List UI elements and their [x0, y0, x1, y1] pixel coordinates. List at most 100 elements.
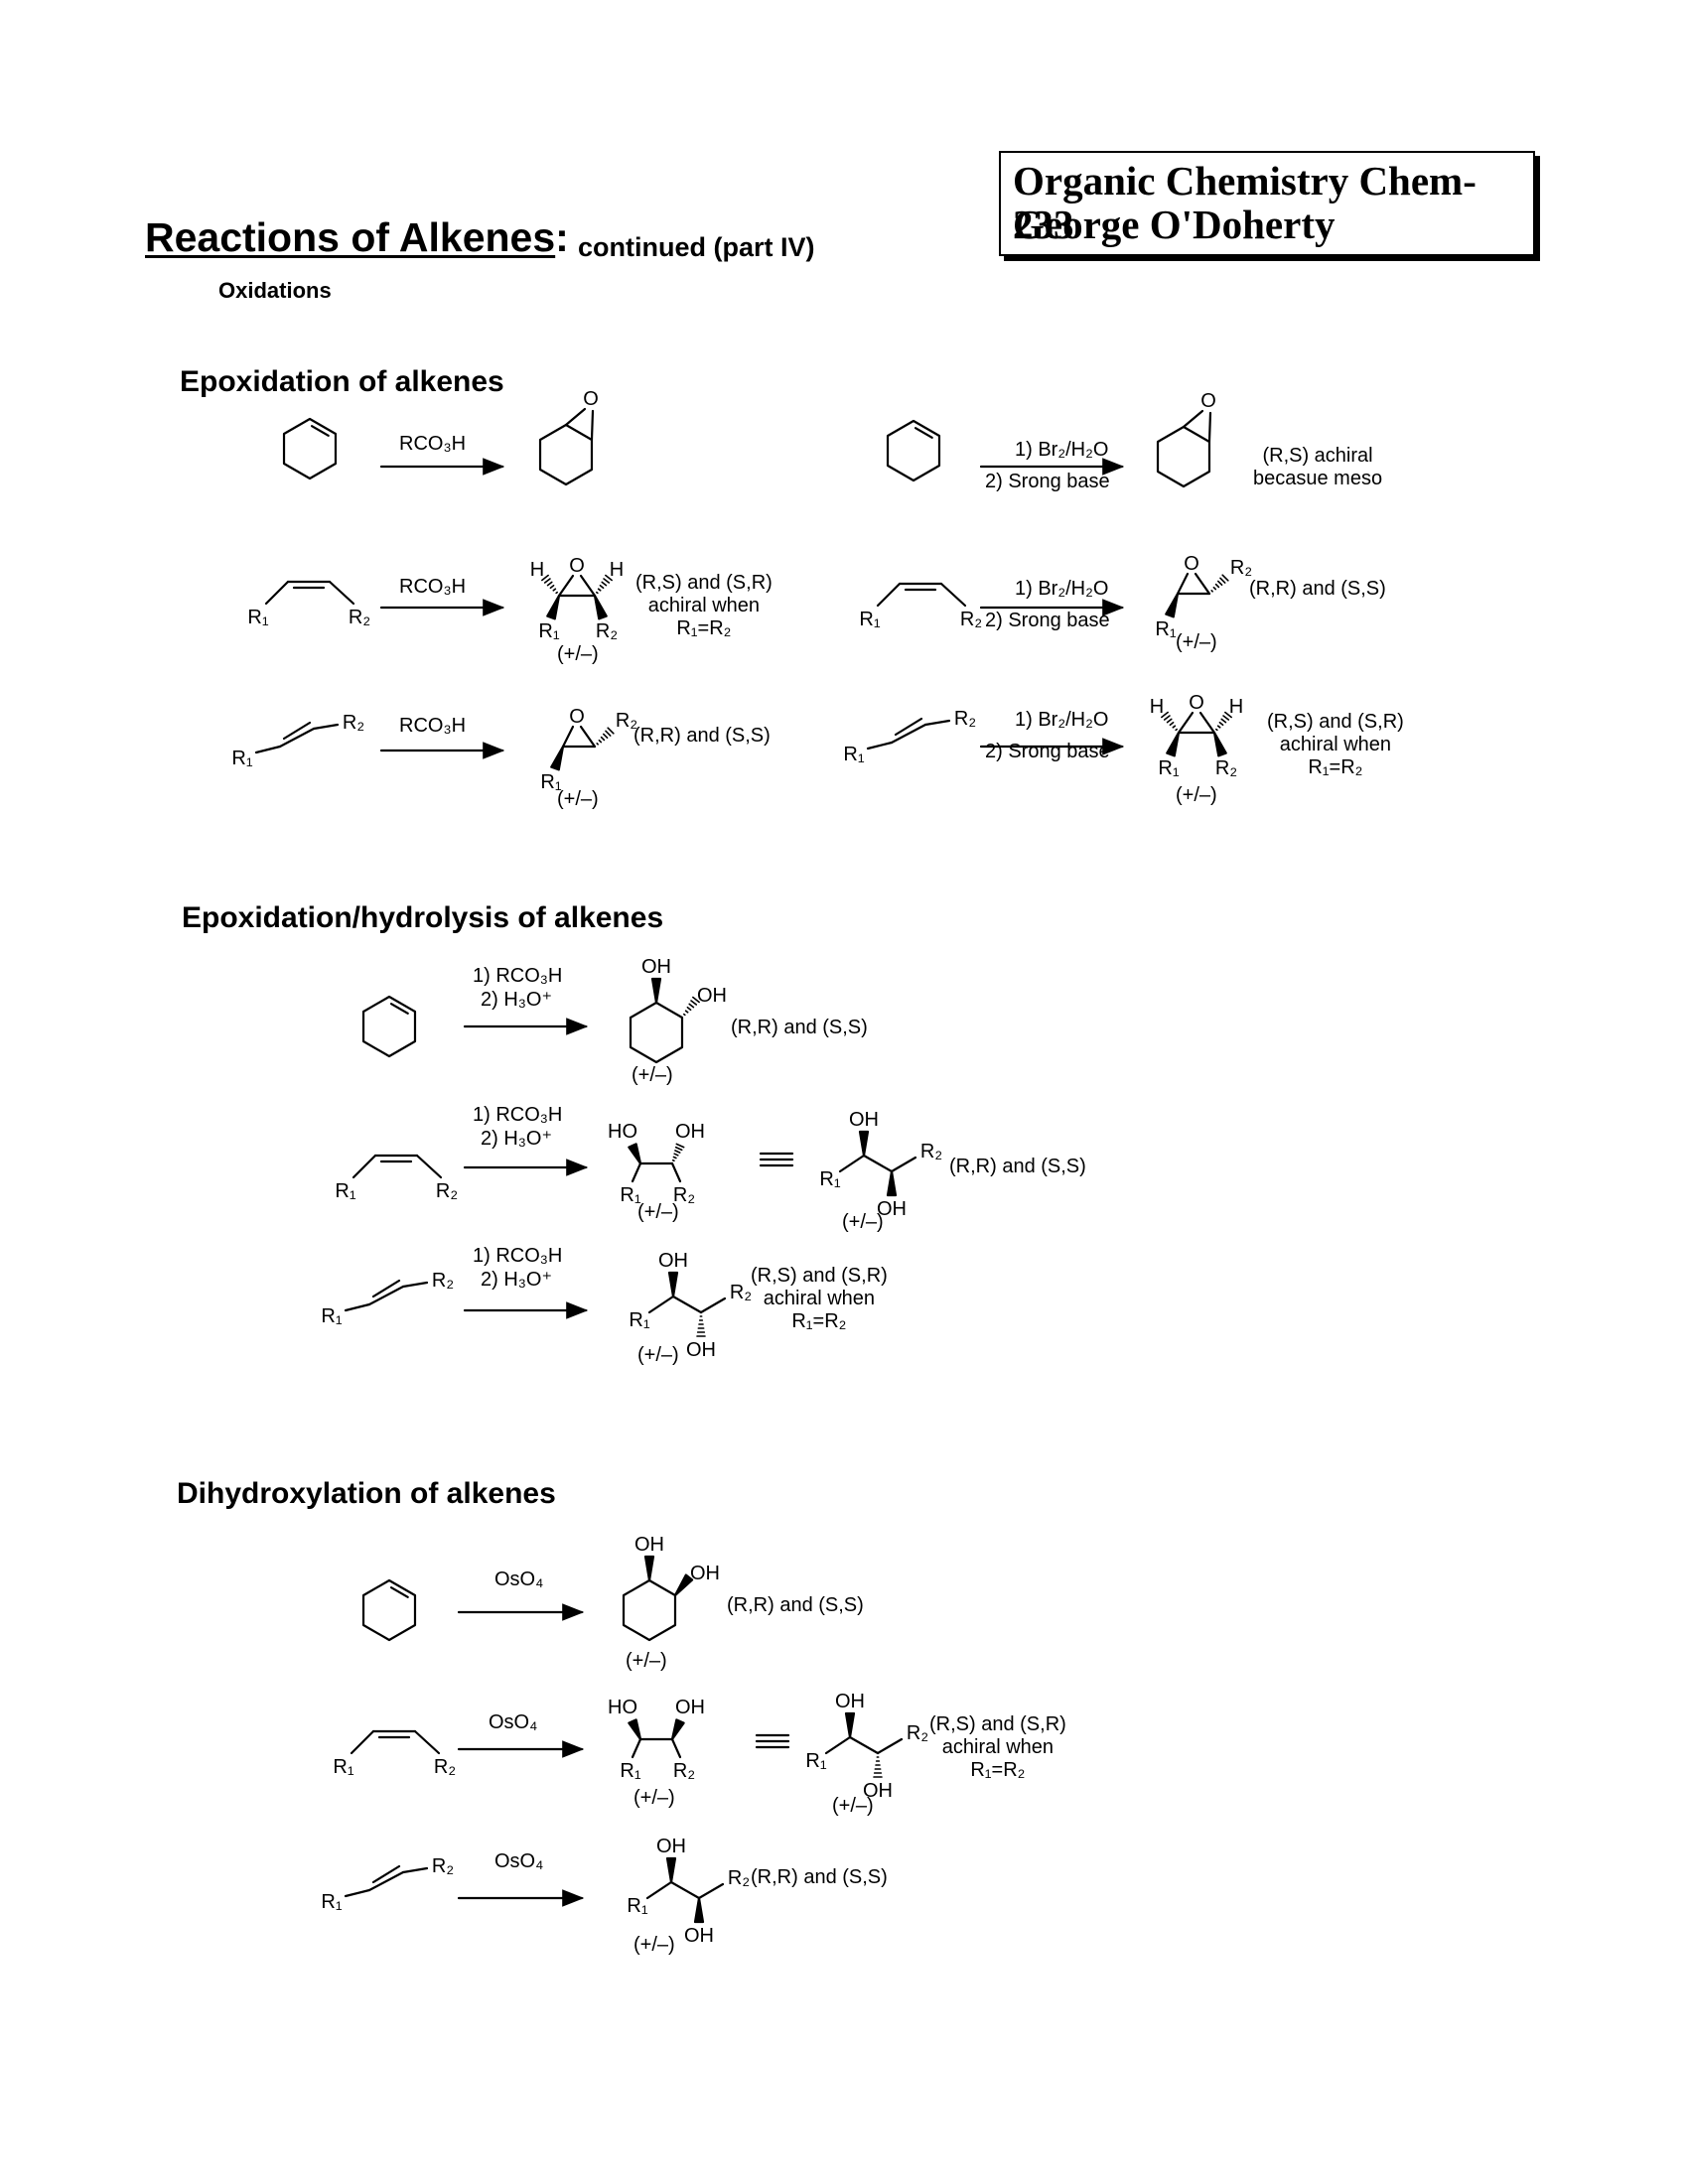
reagent-label: RCO₃H [399, 433, 467, 455]
hash-bond [674, 1146, 683, 1152]
reagent-label: OsO₄ [494, 1850, 544, 1872]
racemic-label: (+/–) [633, 1934, 675, 1956]
hash-bond [1212, 586, 1217, 591]
bond [862, 1154, 894, 1173]
hash-bond [601, 581, 608, 587]
reagent-label: 2) Srong base [985, 471, 1110, 492]
wedge-bond [1212, 731, 1227, 757]
r2-label: R₂ [432, 1270, 454, 1292]
hash-bond [684, 1010, 689, 1014]
reagent-label: 1) RCO₃H [473, 1245, 563, 1267]
r1-label: R₁ [335, 1180, 355, 1202]
hash-bond [675, 1143, 685, 1149]
stereo-note: (R,R) and (S,S) [949, 1156, 1086, 1177]
reagent-label: RCO₃H [399, 715, 467, 737]
hash-bond [605, 574, 613, 582]
hash-bond [1172, 725, 1177, 729]
r1-label: R₁ [321, 1305, 342, 1327]
wedge-bond [546, 594, 561, 620]
r1-label: R₁ [620, 1760, 640, 1782]
hydrogen-label: H [530, 559, 544, 581]
wedge-bond [628, 1143, 642, 1165]
hash-bond [602, 733, 609, 740]
r2-label: R₂ [673, 1184, 695, 1206]
epoxide-bond [1177, 711, 1195, 735]
double-bond [371, 1864, 401, 1884]
hash-bond [596, 743, 599, 746]
racemic-label: (+/–) [626, 1650, 667, 1672]
epoxide-bond [579, 725, 597, 749]
hash-bond [1216, 725, 1221, 729]
bond [413, 1729, 441, 1755]
hydroxyl-label: OH [877, 1198, 907, 1220]
stereo-note: (R,R) and (S,S) [751, 1866, 888, 1888]
hash-bond [607, 727, 615, 735]
double-bond [894, 717, 923, 737]
hash-bond [1221, 574, 1229, 582]
r1-label: R₁ [627, 1895, 647, 1917]
epoxide-bond [590, 409, 595, 442]
oxygen-label: O [569, 706, 585, 728]
hydroxyl-label: HO [608, 1697, 637, 1718]
section-title-epoxidation: Epoxidation of alkenes [180, 365, 504, 398]
r1-label: R₁ [231, 748, 252, 769]
r2-label: R₂ [1215, 757, 1237, 779]
cyclohexane-ring [538, 423, 594, 486]
hydroxyl-label: OH [658, 1250, 688, 1272]
oxygen-label: O [583, 388, 599, 410]
racemic-label: (+/–) [842, 1211, 884, 1233]
hash-bond [672, 1156, 677, 1160]
r2-label: R₂ [907, 1722, 928, 1744]
cyclohexene-ring [361, 995, 417, 1058]
hash-bond [1161, 711, 1169, 719]
bond [866, 741, 894, 751]
hash-bond [600, 736, 606, 742]
bond [328, 580, 355, 606]
reagent-label: 1) RCO₃H [473, 965, 563, 987]
bond [254, 745, 282, 754]
wedge-bond [550, 745, 565, 771]
hash-bond [692, 996, 700, 1004]
wedge-bond [593, 594, 608, 620]
hash-bond [552, 588, 557, 592]
wedge-bond [628, 1718, 642, 1741]
bond [415, 1154, 443, 1179]
hash-bond [673, 1153, 679, 1157]
hydroxyl-label: OH [641, 956, 671, 978]
double-bond [389, 1003, 409, 1015]
hash-bond [599, 584, 605, 590]
wedge-bond [844, 1711, 856, 1739]
r2-label: R₂ [349, 607, 370, 628]
hash-bond [686, 1006, 692, 1012]
racemic-label: (+/–) [633, 1787, 675, 1809]
r2-label: R₂ [673, 1760, 695, 1782]
bond [647, 1295, 675, 1314]
reagent-label: OsO₄ [489, 1711, 538, 1733]
page-subtitle: continued (part IV) [578, 232, 815, 262]
epoxide-bond [1176, 572, 1190, 596]
hash-bond [1175, 728, 1178, 732]
r1-label: R₁ [843, 744, 864, 765]
double-bond [371, 1279, 401, 1298]
oxygen-label: O [569, 555, 585, 577]
hydroxyl-label: OH [656, 1836, 686, 1857]
oxygen-label: O [1200, 390, 1216, 412]
hash-bond [1224, 711, 1232, 719]
hash-bond [1218, 721, 1224, 727]
bond [669, 1880, 701, 1900]
wedge-bond [667, 1271, 679, 1298]
bond [401, 1281, 429, 1289]
hydroxyl-label: OH [686, 1339, 716, 1361]
r2-label: R₂ [596, 620, 618, 642]
page-title: Reactions of Alkenes: [145, 214, 569, 260]
wedge-bond [1166, 731, 1181, 757]
bond [824, 1735, 852, 1755]
double-bond [282, 721, 312, 741]
r1-label: R₁ [819, 1168, 840, 1190]
hash-bond [1222, 715, 1230, 721]
reagent-label: 1) RCO₃H [473, 1104, 563, 1126]
r1-label: R₁ [333, 1756, 353, 1778]
instructor-name: George O'Doherty [1013, 202, 1336, 247]
